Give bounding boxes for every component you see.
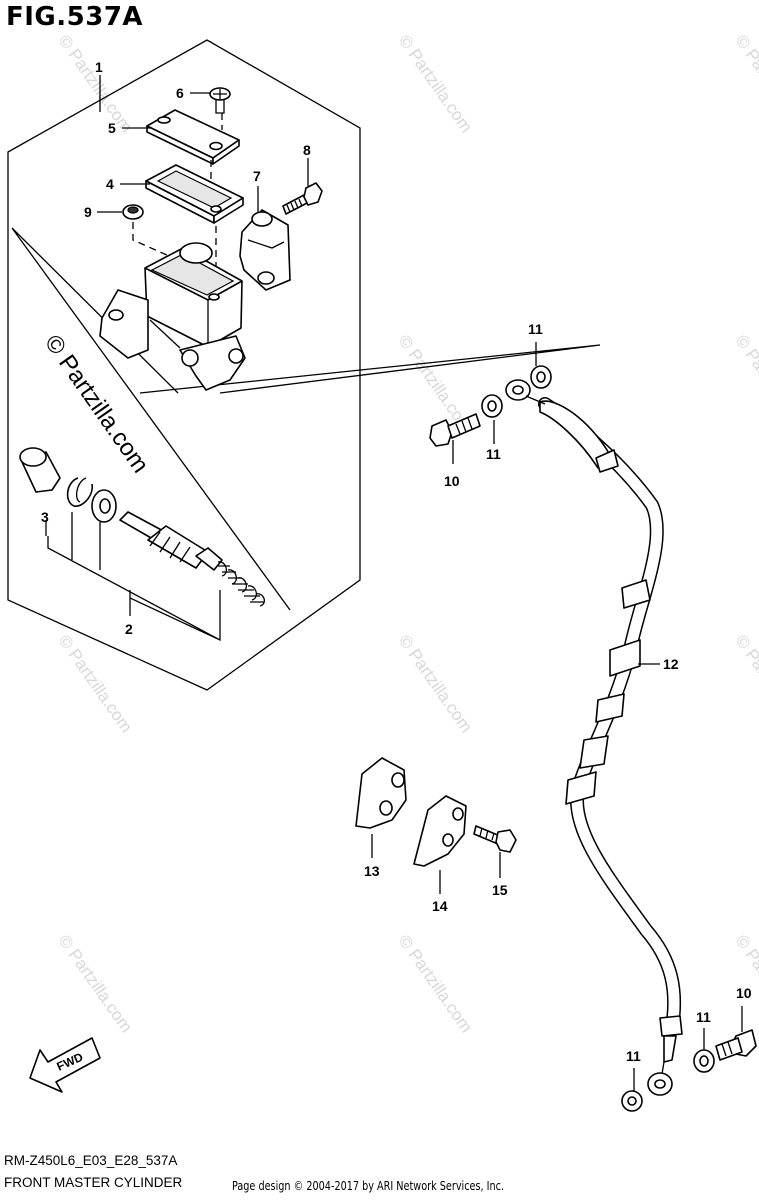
part-3-circlip (66, 477, 93, 507)
model-code: RM-Z450L6_E03_E28_537A (4, 1153, 178, 1168)
figure-title: FIG.537A (6, 2, 144, 32)
part-1-master-cylinder-body (99, 242, 246, 391)
part-11-washer (693, 1049, 715, 1073)
part-11-washer (621, 1090, 643, 1112)
callout-label: 5 (108, 120, 116, 136)
callout-label: 10 (736, 985, 752, 1001)
part-5-reservoir-cap (146, 109, 240, 165)
callout-label: 14 (432, 898, 448, 914)
watermark-text: © Partzilla.com (55, 31, 136, 136)
watermark-text: © Partzilla.com (732, 31, 759, 136)
part-11-washer (530, 365, 552, 389)
part-3-washer (91, 489, 117, 523)
part-2-piston (119, 511, 266, 607)
callout-label: 8 (303, 142, 311, 158)
explode-guide (11, 227, 291, 611)
callout-label: 12 (663, 656, 679, 672)
copyright-notice: Page design © 2004-2017 by ARI Network S… (232, 1178, 505, 1193)
watermark-text: © Partzilla.com (55, 631, 136, 736)
part-14-holder (413, 795, 467, 867)
callout-label: 3 (41, 509, 49, 525)
bracket-parts-2-3 (47, 512, 221, 642)
callout-label: 15 (492, 882, 508, 898)
part-9-plug (122, 204, 144, 220)
watermark-text: © Partzilla.com (732, 931, 759, 1036)
part-4-diaphragm (145, 164, 244, 224)
watermark-text: © Partzilla.com (395, 631, 476, 736)
watermark-text: © Partzilla.com (732, 331, 759, 436)
callout-label: 2 (125, 621, 133, 637)
callout-label: 6 (176, 85, 184, 101)
part-12-brake-hose (538, 397, 683, 1063)
part-11-washer (481, 394, 503, 418)
part-3-dust-boot (19, 447, 61, 493)
callout-numbers: 1 2 3 4 5 6 7 8 9 10 10 11 11 11 11 12 1… (41, 59, 752, 1064)
watermark-text: © Partzilla.com (395, 931, 476, 1036)
part-6-screw (209, 87, 231, 114)
part-13-holder (355, 757, 407, 829)
part-10-banjo-bolt (715, 1029, 757, 1061)
part-15-bolt (473, 825, 517, 853)
callout-label: 7 (253, 168, 261, 184)
callout-label: 10 (444, 473, 460, 489)
part-10-banjo-bolt (429, 413, 481, 447)
section-name: FRONT MASTER CYLINDER (4, 1175, 183, 1190)
part-12-banjo-bottom (647, 1061, 673, 1096)
watermark-text: © Partzilla.com (395, 31, 476, 136)
callout-label: 11 (626, 1048, 641, 1064)
assembly-outline (7, 39, 361, 691)
callout-leaders (45, 75, 743, 1092)
callout-label: 11 (528, 321, 543, 337)
forward-arrow-icon: FWD (29, 1037, 101, 1093)
watermark-text: © Partzilla.com (732, 631, 759, 736)
part-12-banjo-top (505, 379, 546, 405)
callout-label: 9 (84, 204, 92, 220)
part-8-clamp-bolt (282, 182, 323, 215)
dash-leader (132, 113, 223, 280)
callout-label: 11 (696, 1009, 711, 1025)
callout-label: 11 (486, 446, 501, 462)
callout-label: 4 (106, 176, 114, 192)
part-7-clamp (239, 209, 291, 291)
watermark-text: © Partzilla.com (55, 931, 136, 1036)
callout-label: 13 (364, 863, 380, 879)
callout-label: 1 (95, 59, 103, 75)
